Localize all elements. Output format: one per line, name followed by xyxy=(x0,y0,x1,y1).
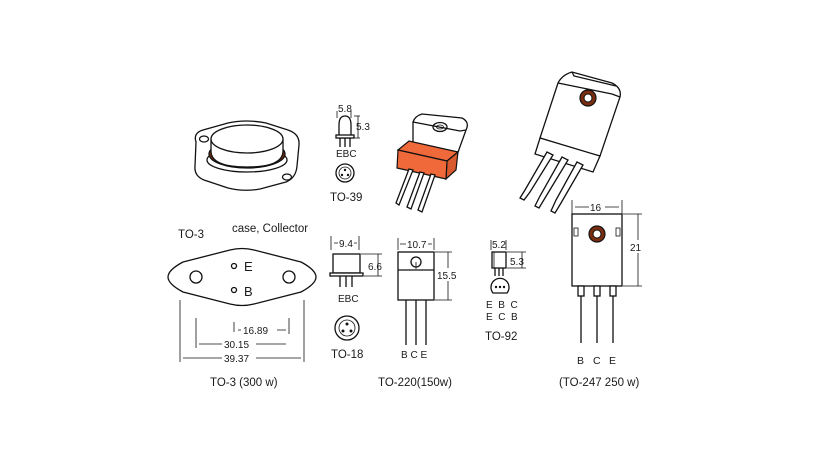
to3-2d-view: TO-3 case, Collector E B 16.89 30.15 39.… xyxy=(167,223,317,389)
to3-title: TO-3 xyxy=(178,229,204,241)
to18-dim-w: 9.4 xyxy=(339,239,353,250)
to92-dim-h: 5.3 xyxy=(510,257,524,268)
to247-pin-e: E xyxy=(609,355,616,367)
to3-dim-inner: 16.89 xyxy=(243,326,268,337)
to220-caption: TO-220(150w) xyxy=(378,377,452,389)
to18-dim-h: 6.6 xyxy=(368,262,382,273)
to220-dim-w: 10.7 xyxy=(407,240,427,251)
to220-2d-view: 10.7 15.5 B C E TO-220(150w) xyxy=(378,237,460,389)
to220-3d-view xyxy=(395,113,468,213)
to220-dim-h: 15.5 xyxy=(437,271,457,282)
to247-2d-view: 16 21 B C E (TO-247 250 w) xyxy=(559,200,645,389)
to92-pins-row1: E B C xyxy=(486,300,518,311)
to39-dim-w: 5.8 xyxy=(338,104,352,115)
to247-dim-h: 21 xyxy=(630,243,642,254)
to247-dim-w: 16 xyxy=(590,203,602,214)
to39-dim-h: 5.3 xyxy=(356,122,370,133)
to3-caption: TO-3 (300 w) xyxy=(210,377,278,389)
to18-caption: TO-18 xyxy=(331,349,363,361)
to3-dim-mid: 30.15 xyxy=(224,340,249,351)
to92-dim-w: 5.2 xyxy=(492,240,506,251)
to3-case-note: case, Collector xyxy=(232,223,308,235)
to92-pins-row2: E C B xyxy=(486,312,518,323)
to18-view: 9.4 6.6 EBC TO-18 xyxy=(329,236,382,361)
to247-pin-b: B xyxy=(577,355,584,367)
to39-pins: EBC xyxy=(336,149,357,160)
to3-3d-view xyxy=(194,120,300,191)
to3-dim-outer: 39.37 xyxy=(224,354,249,365)
to92-caption: TO-92 xyxy=(485,331,517,343)
to3-pin-e: E xyxy=(244,259,253,274)
to92-view: 5.2 5.3 E B C E C B TO-92 xyxy=(485,240,526,343)
to247-pin-c: C xyxy=(593,355,601,367)
to18-pins: EBC xyxy=(338,294,359,305)
to247-3d-view xyxy=(519,71,621,214)
to247-caption: (TO-247 250 w) xyxy=(559,377,639,389)
to220-pins: B C E xyxy=(401,350,427,361)
to39-caption: TO-39 xyxy=(330,192,362,204)
to3-outline xyxy=(167,247,317,307)
to3-pin-b: B xyxy=(244,284,253,299)
to39-view: 5.8 5.3 EBC TO-39 xyxy=(330,104,370,204)
